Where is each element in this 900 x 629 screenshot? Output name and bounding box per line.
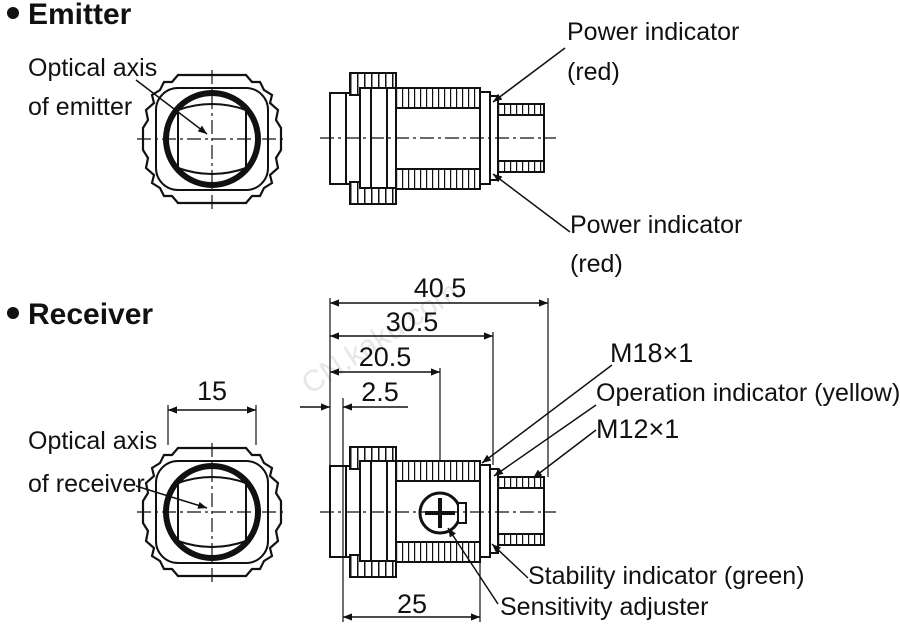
operation-indicator-label: Operation indicator (yellow) — [596, 379, 900, 407]
optical-axis-emitter-line2: of emitter — [28, 93, 132, 121]
dim-2-5-label: 2.5 — [361, 377, 399, 407]
leader-optical-axis-receiver — [135, 485, 208, 509]
power-indicator-bottom-line1: Power indicator — [570, 211, 742, 239]
dim-20-5-label: 20.5 — [359, 342, 412, 372]
optical-axis-emitter-line1: Optical axis — [28, 54, 157, 82]
m18-label: M18×1 — [610, 338, 693, 368]
receiver-front-view — [137, 443, 287, 583]
stability-indicator-label: Stability indicator (green) — [528, 562, 805, 590]
power-indicator-top-line2: (red) — [567, 58, 620, 86]
bullet-emitter — [7, 7, 19, 19]
dim-25-label: 25 — [397, 589, 427, 619]
leader-m12 — [532, 429, 597, 479]
bullet-receiver — [7, 307, 19, 319]
optical-axis-receiver-line1: Optical axis — [28, 427, 157, 455]
receiver-title: Receiver — [28, 298, 153, 331]
emitter-front-view — [137, 70, 287, 210]
m12-label: M12×1 — [596, 414, 679, 444]
sensitivity-adjuster-label: Sensitivity adjuster — [500, 593, 708, 621]
emitter-title: Emitter — [28, 0, 132, 31]
dim-15-label: 15 — [197, 376, 227, 406]
leader-stability-indicator — [491, 543, 529, 579]
leader-m18 — [481, 364, 613, 464]
power-indicator-top-line1: Power indicator — [567, 18, 739, 46]
dim-30-5-label: 30.5 — [386, 307, 439, 337]
receiver-section: Receiver 15 — [7, 273, 900, 622]
leader-power-indicator-top — [492, 47, 566, 103]
leader-sensitivity-adjuster — [447, 527, 499, 605]
leader-power-indicator-bottom — [492, 173, 571, 233]
power-indicator-bottom-line2: (red) — [570, 250, 623, 278]
emitter-section: Emitter — [7, 0, 742, 278]
receiver-side-view — [320, 446, 556, 578]
emitter-side-view — [320, 72, 556, 205]
leader-optical-axis-emitter — [135, 79, 208, 135]
dim-40-5-label: 40.5 — [414, 273, 467, 303]
stability-indicator-lamp — [457, 502, 467, 524]
leader-operation-indicator — [493, 404, 597, 477]
optical-axis-receiver-line2: of receiver — [28, 470, 145, 498]
